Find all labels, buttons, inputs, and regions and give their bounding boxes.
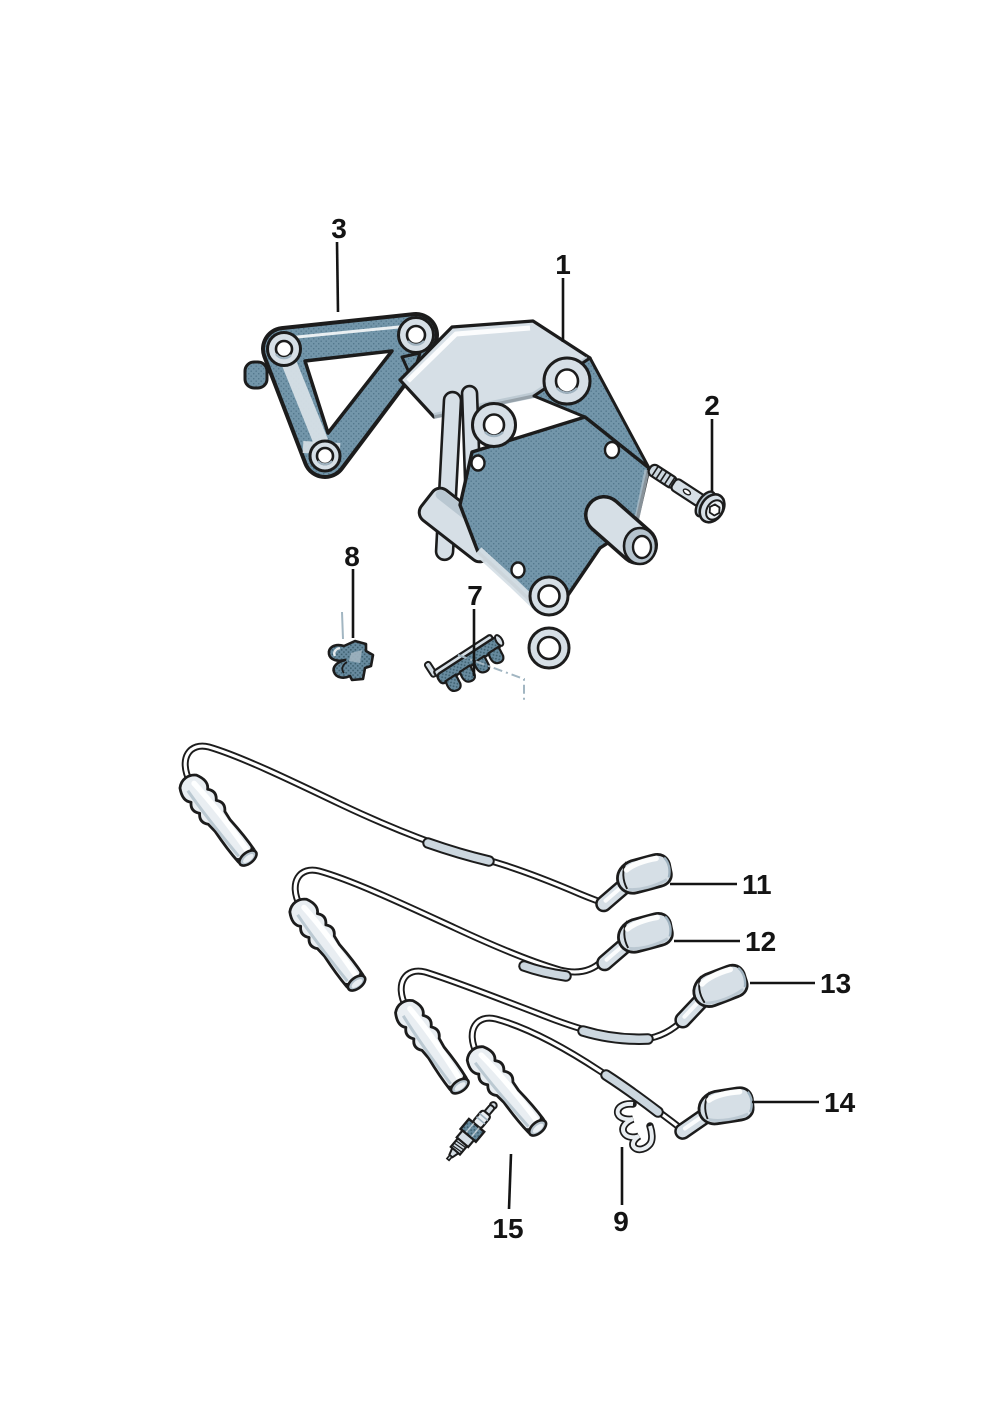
callout-9: 9 xyxy=(613,1147,629,1237)
position-marker-line xyxy=(457,654,525,702)
part-ignition-cable-cyl1 xyxy=(175,742,673,904)
bracket-eyelet-bottom xyxy=(308,439,342,473)
part-cable-holder-comb xyxy=(423,634,505,693)
callout-1: 1 xyxy=(555,249,571,342)
callout-11-label: 11 xyxy=(742,869,772,900)
callout-12-label: 12 xyxy=(745,926,776,957)
callout-8: 8 xyxy=(341,541,360,640)
callout-11: 11 xyxy=(670,869,772,900)
callout-2: 2 xyxy=(704,390,720,491)
callout-14-label: 14 xyxy=(824,1087,856,1118)
callout-8-label: 8 xyxy=(344,541,360,572)
callout-3: 3 xyxy=(331,213,347,313)
part-ignition-cable-cyl3 xyxy=(390,963,751,1098)
coil-tower-top-right xyxy=(542,356,592,406)
callout-13: 13 xyxy=(750,968,851,999)
callout-1-label: 1 xyxy=(555,249,571,280)
callout-15-label: 15 xyxy=(492,1213,523,1244)
part-spark-plug xyxy=(445,1101,498,1162)
callout-3-label: 3 xyxy=(331,213,347,244)
callout-9-label: 9 xyxy=(613,1206,629,1237)
leader-line-15 xyxy=(507,1153,513,1210)
part-socket-head-bolt xyxy=(647,463,726,524)
callout-7: 7 xyxy=(467,580,483,676)
coil-screw-holes xyxy=(470,440,621,579)
callout-2-label: 2 xyxy=(704,390,720,421)
coil-tower-bottom-center xyxy=(528,575,570,617)
callout-13-label: 13 xyxy=(820,968,851,999)
callout-15: 15 xyxy=(492,1153,524,1244)
part-mounting-bracket xyxy=(243,312,439,479)
leader-line-3 xyxy=(335,241,340,313)
part-retaining-clip xyxy=(327,639,375,682)
coil-tower-bottom-right xyxy=(584,495,658,566)
leader-line-8-faint xyxy=(341,611,344,640)
callout-12: 12 xyxy=(674,926,776,957)
callout-7-label: 7 xyxy=(467,580,483,611)
bracket-eyelet-top-right xyxy=(397,316,435,354)
bracket-eyelet-top-left xyxy=(266,331,302,367)
callout-14: 14 xyxy=(752,1087,856,1118)
part-ignition-coil xyxy=(398,319,658,670)
part-ignition-cable-cyl4 xyxy=(462,1014,755,1141)
coil-tower-middle xyxy=(471,402,517,448)
part-spring-clip xyxy=(613,1100,656,1154)
part-ignition-cable-cyl2 xyxy=(285,866,674,996)
